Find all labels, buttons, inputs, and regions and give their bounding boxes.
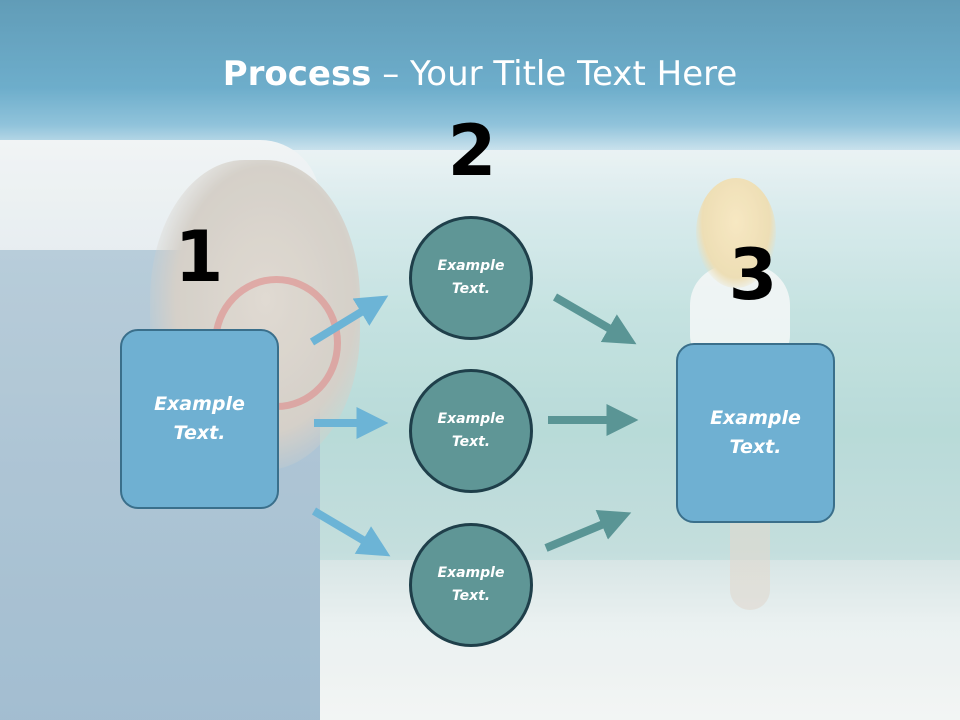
arrow-to-circle-top (309, 295, 389, 346)
circle-bottom-text: Example Text. (437, 565, 505, 604)
sky-band (0, 0, 960, 160)
process-circle-middle: Example Text. (409, 369, 533, 493)
end-box-text: Example Text. (710, 407, 801, 458)
circle-middle-text: Example Text. (437, 411, 505, 450)
arrow-to-circle-bottom (311, 507, 391, 557)
title-rest: – Your Title Text Here (371, 54, 738, 94)
arrow-from-circle-top (552, 293, 637, 345)
circle-top-text: Example Text. (437, 258, 505, 297)
step-number-1: 1 (174, 216, 224, 298)
slide-title: Process – Your Title Text Here (0, 52, 960, 96)
start-box: Example Text. (120, 329, 279, 509)
process-circle-top: Example Text. (409, 216, 533, 340)
process-circle-bottom: Example Text. (409, 523, 533, 647)
end-box: Example Text. (676, 343, 835, 523)
step-number-2: 2 (447, 110, 497, 192)
step-number-3: 3 (728, 234, 778, 316)
woman-hair (696, 178, 776, 288)
arrow-from-circle-bottom (544, 510, 632, 552)
title-bold: Process (222, 54, 372, 94)
start-box-text: Example Text. (154, 393, 245, 444)
